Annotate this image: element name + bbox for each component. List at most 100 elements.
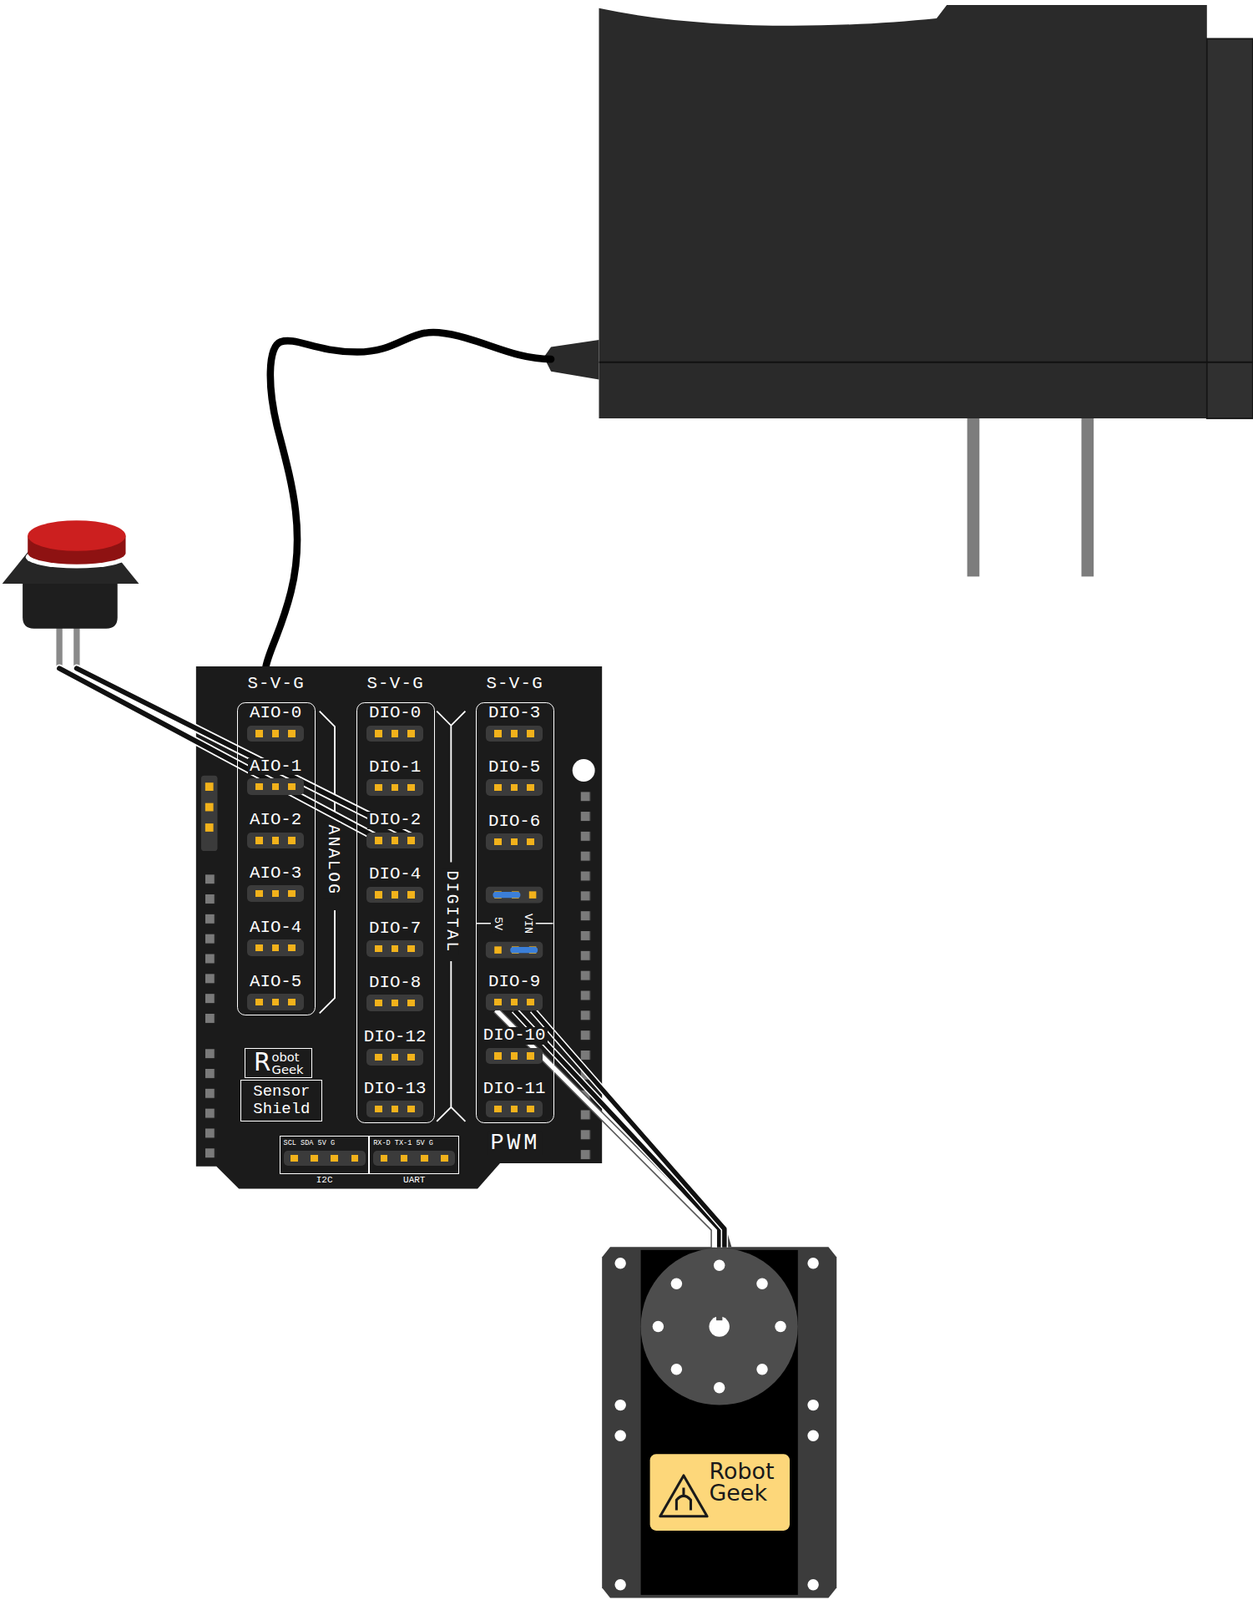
header-pin	[494, 998, 502, 1006]
pin-strip	[247, 725, 304, 743]
name-box: Sensor Shield	[240, 1079, 323, 1121]
header-pin	[391, 944, 400, 953]
header-pin	[374, 944, 383, 953]
pin-name: DIO-7	[367, 919, 424, 938]
mount-hole	[614, 1257, 626, 1269]
mount-hole	[614, 1578, 626, 1590]
pin-strip	[485, 833, 543, 850]
horn-hole	[671, 1363, 683, 1375]
mount-hole	[807, 1578, 819, 1590]
pin-header: DIO-3	[480, 704, 549, 742]
jumper-label: 5V	[492, 914, 504, 933]
logo-letter: R	[253, 1050, 271, 1075]
horn-hole	[671, 1277, 683, 1289]
pin-header: DIO-2	[361, 811, 430, 849]
header-pin	[510, 1105, 519, 1113]
header-pin	[255, 889, 263, 898]
servo-cable	[495, 1010, 725, 1248]
pin-name: DIO-0	[367, 704, 424, 723]
pin-names: SCL SDA 5V G	[283, 1138, 366, 1147]
wire-outline	[59, 667, 379, 839]
button-lead	[55, 624, 62, 671]
header-pin	[255, 836, 263, 844]
header-pin	[494, 945, 502, 954]
header-pin	[420, 1154, 429, 1163]
logo-words: obotGeek	[272, 1050, 304, 1077]
port-outline: SCL SDA 5V G	[279, 1135, 370, 1173]
header-pin	[494, 838, 502, 846]
cable-strand	[514, 1010, 720, 1248]
pin-header: DIO-4	[361, 865, 430, 903]
button-body	[22, 577, 118, 629]
pin-name: DIO-6	[486, 813, 543, 831]
pin-strip	[485, 1100, 543, 1117]
header-pin	[380, 1154, 389, 1163]
header-pin	[351, 1154, 359, 1163]
mount-hole	[807, 1429, 819, 1441]
port-header: RX-D TX-1 5V GUART	[368, 1135, 460, 1185]
logo-triangle	[660, 1475, 708, 1516]
header-pin	[374, 890, 383, 899]
pin-name: DIO-4	[367, 865, 424, 884]
pin-strip	[247, 884, 304, 902]
pin-strip	[373, 1150, 455, 1166]
header-pin	[391, 890, 400, 899]
header-pin	[526, 783, 535, 792]
header-pin	[407, 1105, 415, 1113]
header-pin	[272, 783, 280, 791]
group-heading: S-V-G	[237, 675, 315, 693]
button-cap	[27, 520, 126, 551]
header-pin	[287, 998, 296, 1006]
pin-header: DIO-12	[361, 1028, 430, 1066]
pin-strip	[485, 1047, 543, 1065]
group-bracket	[436, 711, 465, 1122]
header-pin	[205, 803, 214, 812]
header-pin	[255, 944, 263, 952]
header-pin	[526, 729, 535, 738]
header-pin	[510, 783, 519, 792]
jumper-header	[485, 941, 543, 959]
power-header	[201, 775, 218, 851]
header-pin	[526, 998, 535, 1006]
pin-strip	[247, 993, 304, 1011]
pin-name: AIO-0	[247, 704, 304, 723]
pin-strip	[485, 725, 543, 743]
jumper-label: VIN	[521, 911, 533, 936]
mount-hole	[807, 1399, 819, 1410]
port-outline: RX-D TX-1 5V G	[368, 1135, 460, 1173]
pin-header: DIO-1	[361, 758, 430, 796]
group-heading: S-V-G	[476, 675, 554, 693]
pin-name: DIO-3	[486, 704, 543, 723]
pin-strip	[485, 993, 543, 1011]
header-pin	[287, 944, 296, 952]
pin-group: S-V-GAIO-0AIO-1AIO-2AIO-3AIO-4AIO-5	[237, 702, 316, 1016]
header-pin	[374, 836, 383, 844]
pin-header: DIO-10	[480, 1026, 549, 1064]
pin-header: DIO-7	[361, 919, 430, 957]
label-anchor: 5V	[492, 914, 504, 933]
shield-board	[196, 666, 602, 1189]
header-pin	[407, 1053, 415, 1062]
pin-strip	[366, 939, 424, 957]
pin-strip	[366, 832, 424, 849]
header-pin	[407, 999, 415, 1007]
pin-header: DIO-8	[361, 974, 430, 1011]
header-pin	[374, 729, 383, 738]
board-pins	[205, 1048, 216, 1158]
header-pin	[510, 1051, 519, 1060]
plug-prong	[1081, 418, 1094, 576]
header-pin	[407, 890, 415, 899]
pin-name: DIO-2	[367, 811, 424, 829]
pin-header: DIO-11	[480, 1080, 549, 1117]
pin-strip	[366, 725, 424, 743]
brand-label: Robot Geek	[708, 1460, 774, 1503]
header-pin	[391, 1105, 400, 1113]
pin-strip	[366, 1100, 424, 1117]
mount-hole	[614, 1429, 626, 1441]
horn-hole	[756, 1363, 768, 1375]
pin-strip	[366, 778, 424, 796]
header-pin	[391, 783, 400, 792]
pin-name: DIO-1	[367, 758, 424, 777]
